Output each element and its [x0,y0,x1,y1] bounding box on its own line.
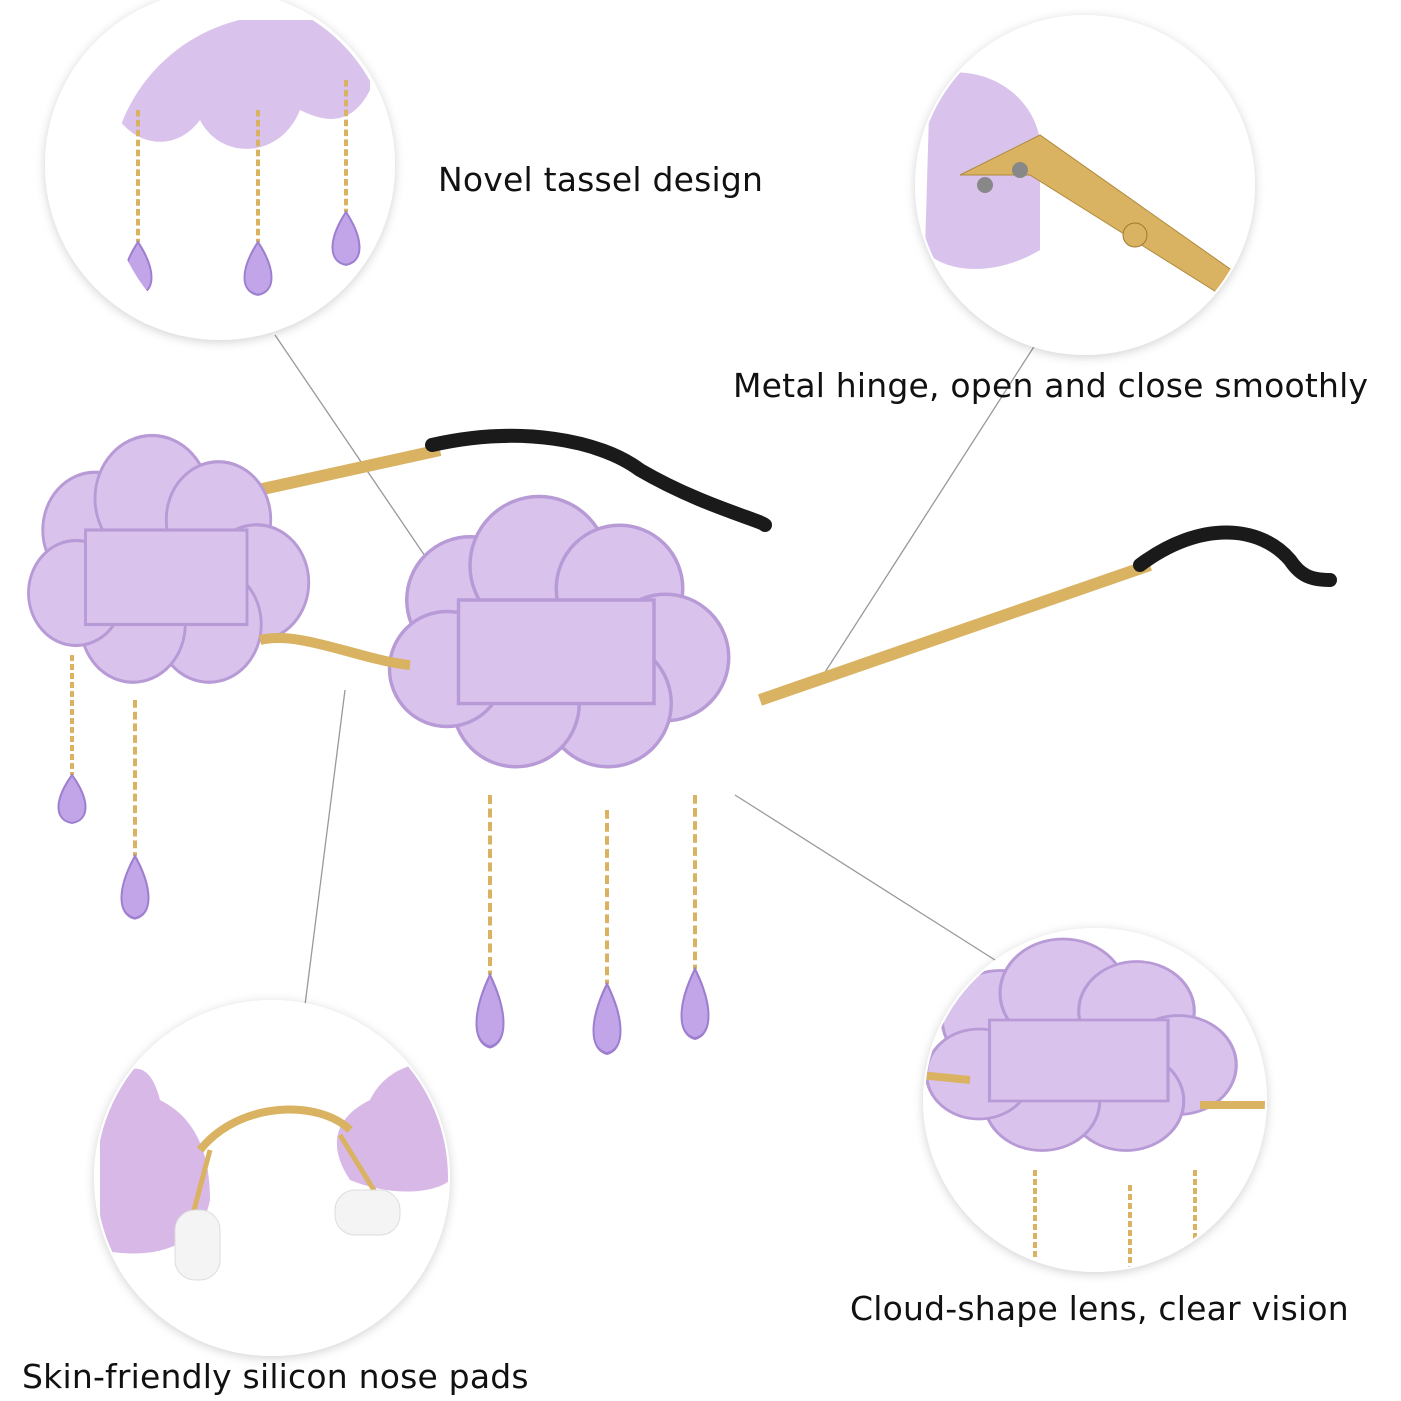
callout-tassel: Novel tassel design [438,160,764,199]
callout-hinge: Metal hinge, open and close smoothly [733,366,1369,405]
right-lens [387,494,731,769]
sunglasses-main [26,428,1337,1054]
callout-nose-pads: Skin-friendly silicon nose pads [22,1357,529,1396]
left-lens [26,433,311,684]
callout-lens: Cloud-shape lens, clear vision [850,1289,1349,1328]
